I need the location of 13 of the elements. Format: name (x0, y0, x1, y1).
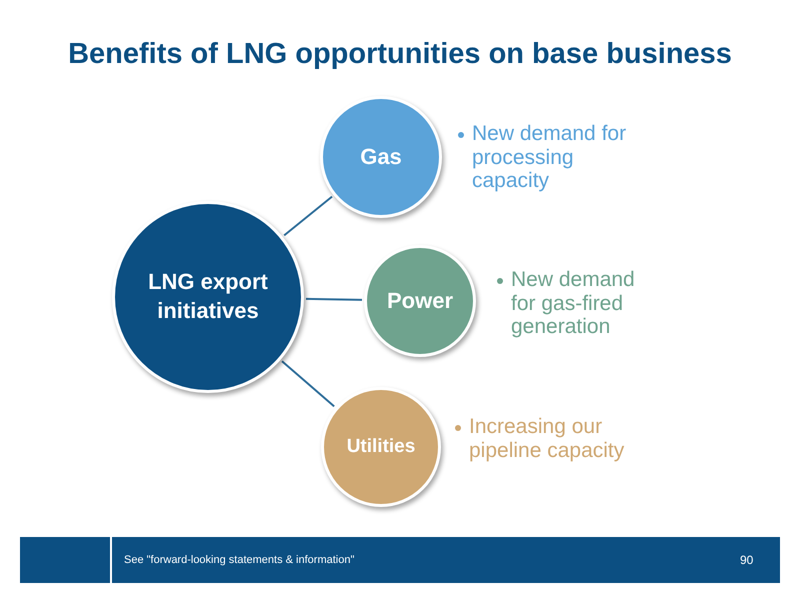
footer-note: See "forward-looking statements & information" (124, 554, 354, 566)
node-label: Utilities (346, 434, 416, 459)
bullet-text: Increasing our pipeline capacity (469, 415, 626, 462)
page-number: 90 (740, 553, 754, 567)
connector-line (281, 360, 335, 408)
node-label: Power (386, 286, 454, 315)
connector-line (284, 196, 333, 236)
node-label: LNG export initiatives (147, 268, 269, 325)
bullet-text: New demand for processing capacity (472, 122, 628, 194)
bullet-text: New demand for gas-fired generation (511, 268, 636, 340)
connector-line (306, 298, 362, 301)
node-label: Gas (360, 142, 402, 171)
slide-title: Benefits of LNG opportunities on base business (67, 38, 733, 71)
